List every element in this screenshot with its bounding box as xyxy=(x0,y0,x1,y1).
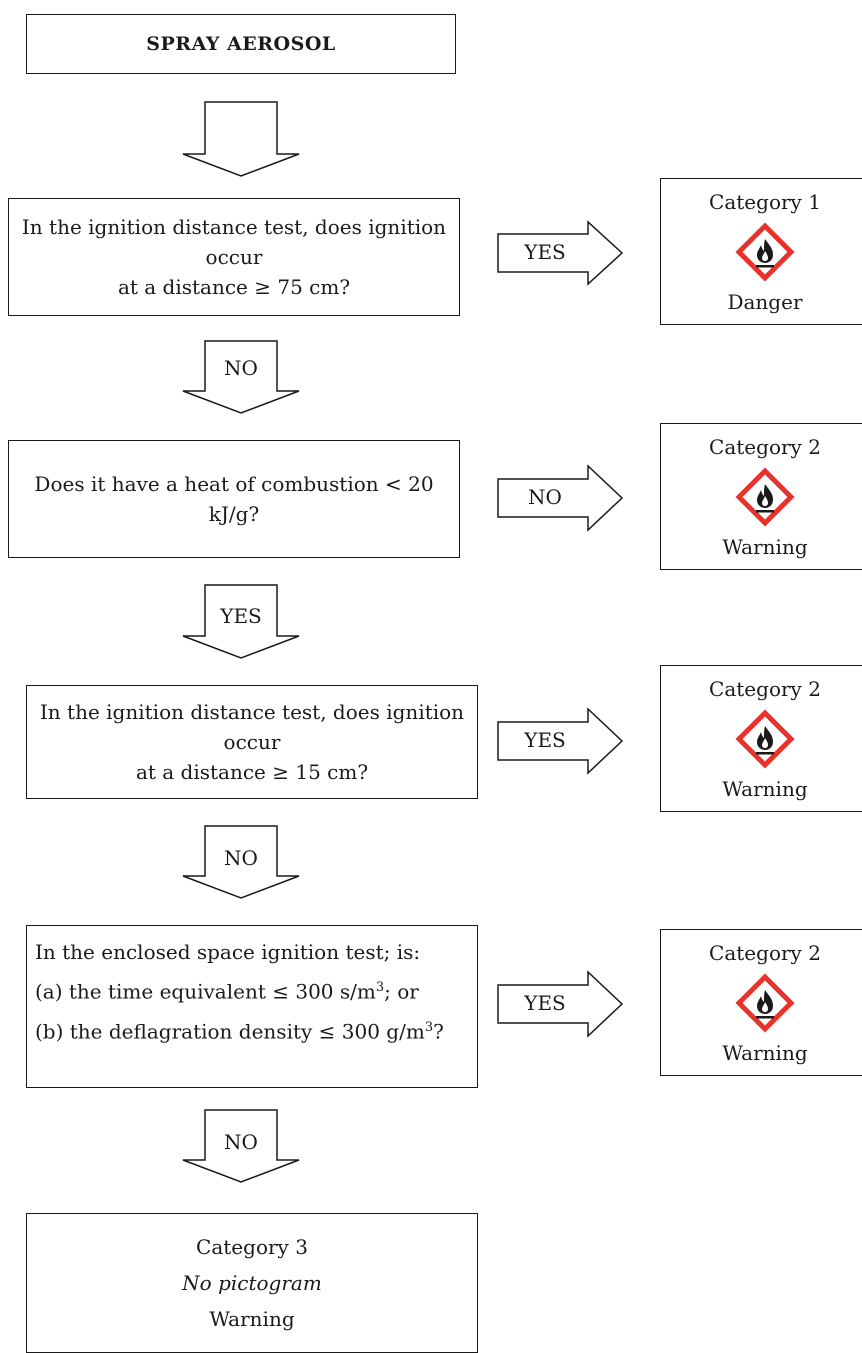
question-box: In the ignition distance test, does igni… xyxy=(26,685,478,799)
question-intro: In the enclosed space ignition test; is: xyxy=(35,940,421,964)
category-label: Category 3 xyxy=(196,1235,308,1259)
question-text-line: at a distance ≥ 75 cm? xyxy=(117,275,351,299)
result-category-box: Category 2 Warning xyxy=(660,665,862,812)
question-text-line: In the ignition distance test, does igni… xyxy=(21,215,447,269)
arrow-label-no: NO xyxy=(528,485,562,509)
signal-word: Warning xyxy=(209,1307,295,1331)
question-box: Does it have a heat of combustion < 20 k… xyxy=(8,440,460,558)
question-option-a: (a) the time equivalent ≤ 300 s/m3; or xyxy=(35,979,419,1004)
signal-word: Warning xyxy=(722,534,808,559)
question-text-line: Does it have a heat of combustion < 20 k… xyxy=(34,472,434,526)
start-label: SPRAY AEROSOL xyxy=(146,33,336,55)
arrow-label-yes: YES xyxy=(524,240,566,264)
arrow-label-no: NO xyxy=(224,356,258,380)
flame-pictogram-icon xyxy=(735,466,795,527)
start-box: SPRAY AEROSOL xyxy=(26,14,456,74)
signal-word: Warning xyxy=(722,776,808,801)
question-box: In the ignition distance test, does igni… xyxy=(8,198,460,316)
category-label: Category 2 xyxy=(709,940,821,965)
no-pictogram-label: No pictogram xyxy=(182,1271,322,1295)
arrow-label-yes: YES xyxy=(524,991,566,1015)
down-arrow xyxy=(182,101,300,177)
question-text-line: at a distance ≥ 15 cm? xyxy=(135,760,369,784)
result-category-box: Category 2 Warning xyxy=(660,423,862,570)
category-label: Category 1 xyxy=(709,189,821,214)
flame-pictogram-icon xyxy=(735,972,795,1033)
flame-pictogram-icon xyxy=(735,221,795,282)
final-category-box: Category 3 No pictogram Warning xyxy=(26,1213,478,1353)
arrow-label-yes: YES xyxy=(220,604,262,628)
signal-word: Warning xyxy=(722,1040,808,1065)
result-category-box: Category 1 Danger xyxy=(660,178,862,325)
category-label: Category 2 xyxy=(709,434,821,459)
arrow-label-no: NO xyxy=(224,846,258,870)
arrow-label-no: NO xyxy=(224,1130,258,1154)
flame-pictogram-icon xyxy=(735,708,795,769)
signal-word: Danger xyxy=(727,289,803,314)
arrow-label-yes: YES xyxy=(524,728,566,752)
question-box: In the enclosed space ignition test; is:… xyxy=(26,925,478,1088)
category-label: Category 2 xyxy=(709,676,821,701)
question-text-line: In the ignition distance test, does igni… xyxy=(39,700,465,754)
question-option-b: (b) the deflagration density ≤ 300 g/m3? xyxy=(35,1019,444,1044)
result-category-box: Category 2 Warning xyxy=(660,929,862,1076)
